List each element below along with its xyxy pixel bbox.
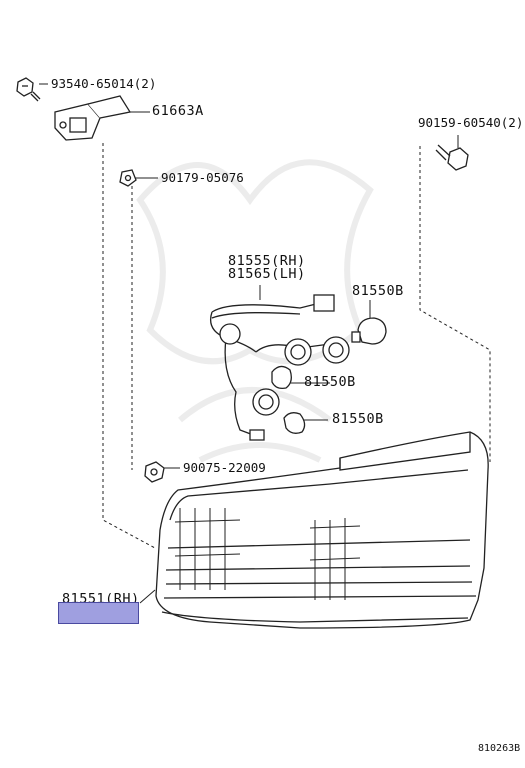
part-label-harness-rh: 81555(RH) [228,253,306,269]
socket-icon [54,95,132,141]
part-label-clip-upper: 90179-05076 [161,170,244,185]
part-label-screw-left: 93540-65014(2) [51,76,157,91]
screw-icon-right [435,144,469,171]
watermark-emblem [136,159,374,463]
highlight-box[interactable] [58,602,139,624]
bulb-icon-low [283,412,306,434]
part-label-nut-lower: 90075-22009 [183,460,266,475]
bulb-icon [351,317,387,345]
bulb-icon-mid [271,365,292,390]
nut-icon [144,461,165,483]
part-label-screw-right: 90159-60540(2) [418,115,524,130]
tail-lamp-assembly [155,431,489,629]
wiring-harness [209,294,350,441]
diagram-id: 810263B [478,743,521,754]
dashed-leaders [102,143,491,549]
clip-icon [119,169,137,187]
part-label-bulb-mid: 81550B [304,374,356,390]
lamp-lens-grid [174,508,361,600]
part-label-bulb-low: 81550B [332,411,384,427]
screw-icon [16,77,41,102]
part-label-socket: 61663A [152,103,204,119]
part-label-bulb-top: 81550B [352,283,404,299]
part-label-harness-lh: 81565(LH) [228,266,306,282]
solid-leaders [39,83,459,604]
